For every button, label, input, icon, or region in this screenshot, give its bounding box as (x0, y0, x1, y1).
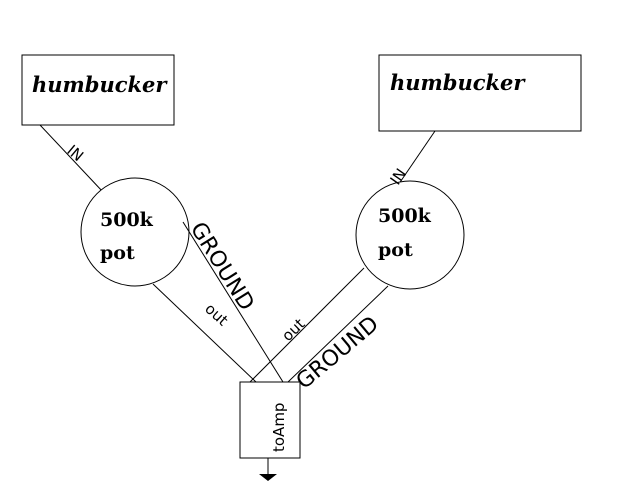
pot-right-type: pot (378, 239, 413, 261)
pickup-left-label: humbucker (32, 72, 168, 97)
wire-in-left (39, 124, 104, 193)
pot-left-type: pot (100, 242, 135, 264)
ground-symbol-icon (259, 474, 277, 481)
pot-left-value: 500k (100, 209, 154, 231)
pot-right-value: 500k (378, 205, 432, 227)
output-jack: toAmp (239, 381, 301, 481)
wire-out-left (152, 283, 257, 383)
wire-ground-left (182, 221, 284, 383)
label-out-right: out (278, 315, 308, 345)
pickup-right-label: humbucker (390, 70, 526, 95)
jack-label: toAmp (270, 403, 288, 452)
pot-right: 500k pot (355, 180, 465, 290)
label-in-left: IN (63, 141, 87, 165)
label-ground-left: GROUND (185, 218, 259, 315)
wire-ground-right (287, 285, 389, 383)
label-ground-right: GROUND (292, 312, 384, 395)
pickup-left: humbucker (21, 54, 175, 126)
label-out-left: out (201, 300, 231, 330)
wire-out-right (249, 267, 365, 383)
pot-left: 500k pot (80, 177, 190, 287)
pickup-right: humbucker (378, 54, 582, 132)
